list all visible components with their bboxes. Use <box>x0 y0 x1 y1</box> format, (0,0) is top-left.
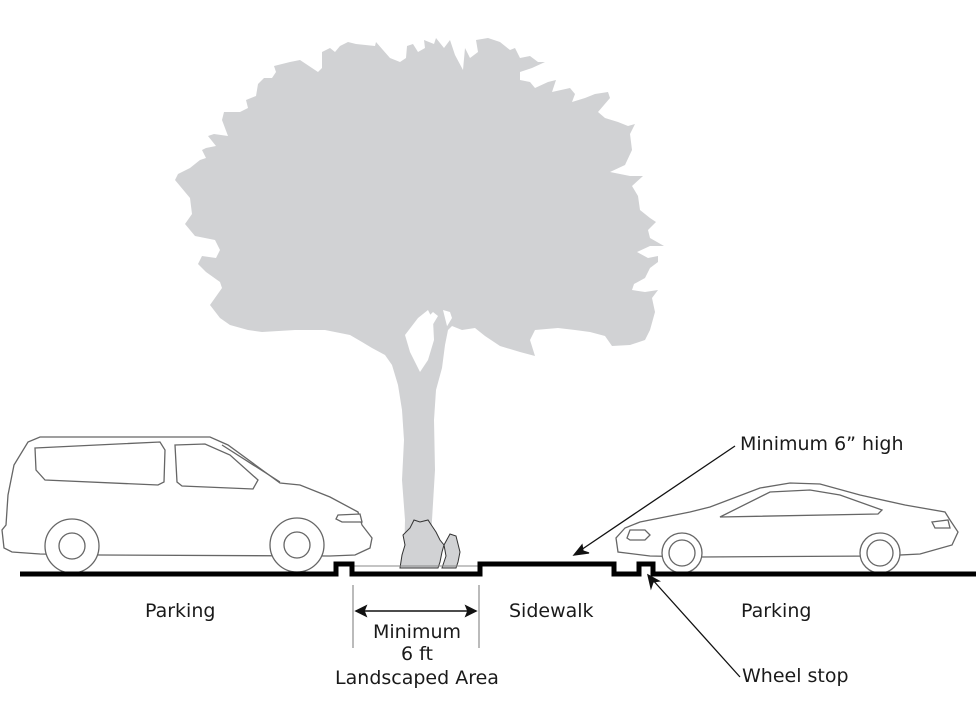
landscape-width-label: 6 ft <box>401 643 433 665</box>
sedan-icon <box>615 482 959 574</box>
ground-profile <box>20 561 976 577</box>
wheel-stop-leader-arrow <box>647 573 741 678</box>
minivan-icon <box>1 436 373 574</box>
landscape-area-label: Landscaped Area <box>335 667 499 689</box>
dimension-marker <box>352 585 480 648</box>
shrub-icon <box>399 519 461 569</box>
tree-icon <box>175 38 664 560</box>
curb-height-label: Minimum 6” high <box>740 433 904 455</box>
parking-right-label: Parking <box>741 600 811 622</box>
landscape-min-label: Minimum <box>373 621 461 643</box>
parking-left-label: Parking <box>145 600 215 622</box>
wheel-stop-label: Wheel stop <box>742 665 849 687</box>
dimension-arrow <box>354 604 478 618</box>
sidewalk-label: Sidewalk <box>509 600 594 622</box>
curb-leader-arrow <box>572 445 736 556</box>
